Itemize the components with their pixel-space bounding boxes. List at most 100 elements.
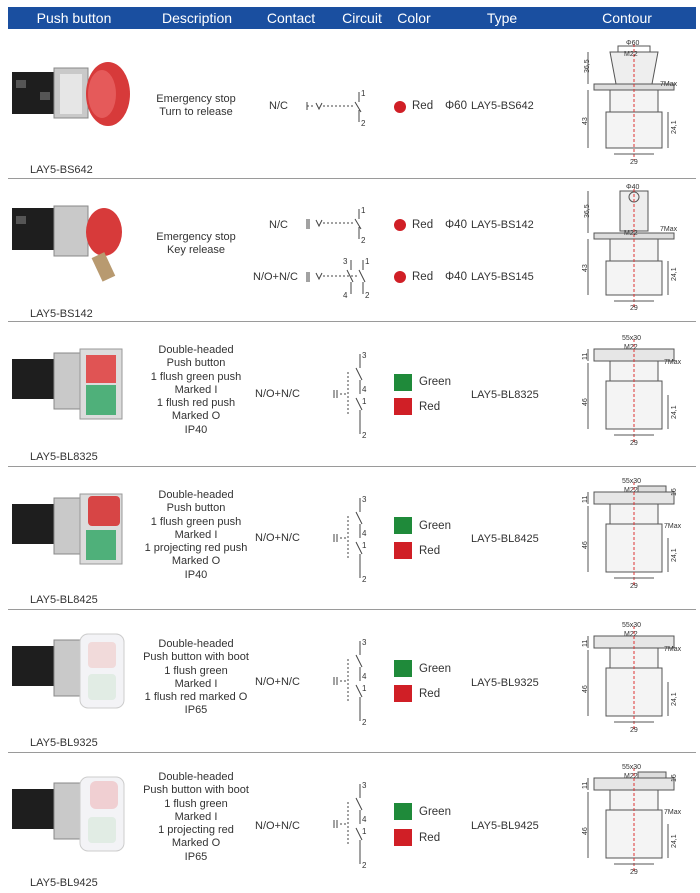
svg-text:29: 29 [630, 159, 638, 166]
type-code: LAY5-BL9325 [471, 677, 539, 689]
svg-text:1: 1 [362, 397, 367, 406]
product-photo [12, 348, 123, 420]
svg-text:4: 4 [362, 385, 367, 394]
type-code: LAY5-BL8325 [471, 389, 539, 401]
contour-drawing: 55x30 M22 11 46 16 7Max 24,1 29 [582, 478, 682, 590]
svg-text:1: 1 [361, 206, 366, 215]
product-photo [12, 205, 122, 282]
svg-text:29: 29 [630, 440, 638, 447]
red-swatch [394, 829, 412, 846]
svg-text:2: 2 [362, 861, 367, 870]
model-label: LAY5-BL9425 [30, 877, 98, 889]
svg-text:3: 3 [362, 638, 367, 647]
model-label: LAY5-BL8325 [30, 451, 98, 463]
red-key-indicator [394, 271, 406, 283]
svg-text:1: 1 [365, 257, 370, 266]
svg-text:46: 46 [582, 685, 589, 693]
svg-text:36,5: 36,5 [584, 204, 591, 218]
svg-text:Φ60: Φ60 [626, 40, 639, 47]
svg-text:2: 2 [362, 575, 367, 584]
svg-text:M22: M22 [624, 344, 638, 351]
color-label: Red [419, 401, 441, 413]
svg-text:29: 29 [630, 305, 638, 312]
type-code: LAY5-BS145 [471, 271, 534, 283]
svg-text:1: 1 [362, 541, 367, 550]
product-photo [12, 633, 125, 709]
contact-type: N/C [269, 100, 288, 112]
red-key-indicator [394, 219, 406, 231]
svg-text:55x30: 55x30 [622, 478, 641, 485]
color-label: Red [412, 219, 434, 231]
diameter-label: Φ40 [445, 271, 467, 283]
row-divider [8, 178, 696, 179]
product-photo [12, 776, 125, 852]
description: Double-headed Push button 1 flush green … [144, 489, 248, 581]
description: Double-headed Push button with boot 1 fl… [143, 638, 249, 717]
svg-text:55x30: 55x30 [622, 335, 641, 342]
type-code: LAY5-BS642 [471, 100, 534, 112]
header-contact: Contact [266, 10, 316, 26]
svg-text:24,1: 24,1 [671, 405, 678, 419]
svg-text:3: 3 [362, 351, 367, 360]
row-divider [8, 321, 696, 322]
svg-text:1: 1 [362, 684, 367, 693]
svg-text:M22: M22 [624, 230, 638, 237]
red-indicator-dot [394, 101, 406, 113]
row-divider [8, 466, 696, 467]
type-code: LAY5-BL9425 [471, 820, 539, 832]
svg-text:36,5: 36,5 [584, 59, 591, 73]
type-code: LAY5-BS142 [471, 219, 534, 231]
svg-text:M22: M22 [624, 487, 638, 494]
model-label: LAY5-BL9325 [30, 737, 98, 749]
svg-text:11: 11 [582, 496, 589, 503]
header-circuit: Circuit [342, 10, 382, 26]
model-label: LAY5-BS142 [30, 308, 93, 320]
svg-text:24,1: 24,1 [671, 120, 678, 134]
color-label: Green [419, 520, 451, 532]
svg-text:24,1: 24,1 [671, 834, 678, 848]
contour-drawing: Φ40 M22 36,5 43 7Max 24,1 29 [582, 184, 678, 312]
color-label: Red [419, 545, 441, 557]
contact-type: N/O+N/C [255, 532, 300, 544]
circuit-diagram: 3 4 1 2 [333, 638, 367, 727]
svg-text:24,1: 24,1 [671, 692, 678, 706]
product-photo [12, 493, 123, 565]
contact-type: N/O+N/C [255, 676, 300, 688]
svg-text:7Max: 7Max [660, 81, 678, 88]
svg-text:46: 46 [582, 398, 589, 406]
svg-text:3: 3 [343, 257, 348, 266]
svg-text:Φ40: Φ40 [626, 184, 639, 191]
svg-text:7Max: 7Max [664, 809, 682, 816]
circuit-diagram: 3 1 4 2 [306, 257, 370, 300]
svg-text:1: 1 [362, 827, 367, 836]
contact-type: N/O+N/C [255, 388, 300, 400]
header-contour: Contour [602, 10, 652, 26]
color-label: Green [419, 806, 451, 818]
circuit-diagram: 1 2 [306, 206, 366, 245]
contour-drawing: 55x30 M22 11 46 16 7Max 24,1 29 [582, 764, 682, 876]
svg-text:7Max: 7Max [664, 523, 682, 530]
svg-text:4: 4 [362, 529, 367, 538]
svg-text:55x30: 55x30 [622, 622, 641, 629]
table-header: Push button Description Contact Circuit … [8, 7, 696, 29]
model-label: LAY5-BS642 [30, 164, 93, 176]
circuit-diagram: 3 4 1 2 [333, 351, 367, 440]
green-swatch [394, 660, 412, 677]
svg-text:7Max: 7Max [664, 359, 682, 366]
color-label: Red [412, 100, 434, 112]
svg-text:2: 2 [361, 119, 366, 128]
svg-text:46: 46 [582, 827, 589, 835]
contact-type: N/O+N/C [253, 271, 298, 283]
description: Double-headed Push button 1 flush green … [150, 344, 242, 436]
color-label: Red [412, 271, 434, 283]
circuit-diagram: 1 2 [306, 89, 366, 128]
svg-text:3: 3 [362, 781, 367, 790]
svg-text:2: 2 [362, 718, 367, 727]
svg-text:2: 2 [361, 236, 366, 245]
contact-type: N/C [269, 219, 288, 231]
header-push-button: Push button [36, 10, 112, 26]
svg-text:4: 4 [362, 672, 367, 681]
contour-drawing: Φ60 M22 36,5 43 7Max 24,1 29 [582, 40, 678, 166]
svg-text:2: 2 [365, 291, 370, 300]
contact-type: N/O+N/C [255, 820, 300, 832]
